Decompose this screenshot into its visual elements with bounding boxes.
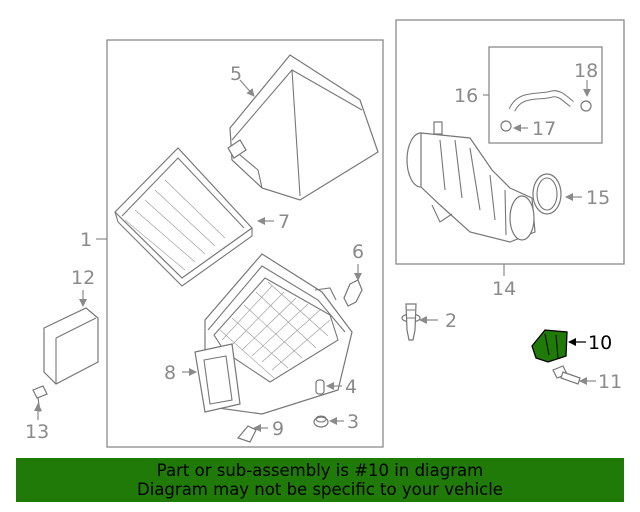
part-7-air-filter-element[interactable] <box>114 147 253 287</box>
part-6-bracket-clip[interactable] <box>343 279 363 307</box>
air-cleaner-assembly-box <box>106 39 384 448</box>
banner-line-1: Part or sub-assembly is #10 in diagram <box>156 461 484 480</box>
callout-14[interactable]: 14 <box>492 278 516 300</box>
part-2-push-pin[interactable] <box>401 303 421 341</box>
callout-3[interactable]: 3 <box>347 411 359 433</box>
part-4-grommet[interactable] <box>315 379 325 395</box>
callout-2[interactable]: 2 <box>445 310 457 332</box>
intake-duct-assembly-box <box>395 19 625 265</box>
callout-15[interactable]: 15 <box>586 187 610 209</box>
part-15-hose-clamp[interactable] <box>532 173 562 215</box>
part-5-air-cleaner-upper-cover[interactable] <box>227 54 379 201</box>
callout-8[interactable]: 8 <box>164 362 176 384</box>
part-14-air-intake-duct[interactable] <box>406 121 536 243</box>
callout-9[interactable]: 9 <box>272 418 284 440</box>
callout-4[interactable]: 4 <box>345 376 357 398</box>
part-9-clip[interactable] <box>236 425 257 443</box>
banner-line-2: Diagram may not be specific to your vehi… <box>137 480 503 499</box>
callout-11[interactable]: 11 <box>598 371 622 393</box>
highlight-notice-banner: Part or sub-assembly is #10 in diagram D… <box>16 458 624 502</box>
callout-5[interactable]: 5 <box>230 63 242 85</box>
part-3-insulator[interactable] <box>313 415 329 428</box>
callout-6[interactable]: 6 <box>352 241 364 263</box>
callout-17[interactable]: 17 <box>532 118 556 140</box>
callout-12[interactable]: 12 <box>71 267 95 289</box>
part-12-sensor-bracket[interactable] <box>43 307 99 385</box>
callout-7[interactable]: 7 <box>278 211 290 233</box>
leader-5 <box>239 79 255 97</box>
callout-10[interactable]: 10 <box>588 332 612 354</box>
callout-1[interactable]: 1 <box>80 229 92 251</box>
part-16-breather-hose[interactable] <box>508 90 575 112</box>
callout-13[interactable]: 13 <box>25 421 49 443</box>
part-10-highlighted-bracket[interactable] <box>531 329 568 363</box>
callout-18[interactable]: 18 <box>574 60 598 82</box>
part-11-bolt[interactable] <box>552 365 581 385</box>
part-13-bolt[interactable] <box>32 385 48 413</box>
part-8-air-cleaner-lower-case[interactable] <box>194 253 353 415</box>
part-18-hose-clip[interactable] <box>580 100 592 112</box>
callout-16[interactable]: 16 <box>454 85 478 107</box>
part-17-hose-clip[interactable] <box>500 120 512 132</box>
